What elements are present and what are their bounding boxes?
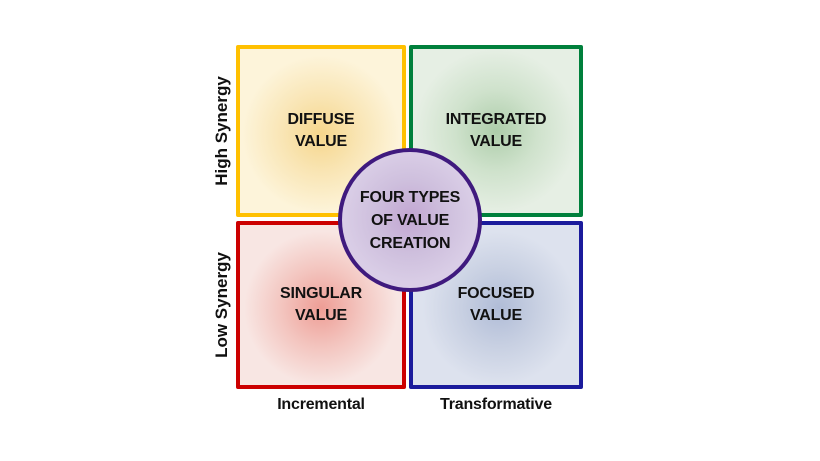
quadrant-label-line: VALUE xyxy=(469,307,523,324)
quadrant-label-line: SINGULAR xyxy=(280,285,362,302)
circle-title-line: FOUR TYPES xyxy=(359,188,461,206)
circle-title-line: OF VALUE xyxy=(370,211,450,229)
quadrant-diffuse-value: DIFFUSE VALUE xyxy=(236,45,406,217)
quadrant-label-line: DIFFUSE xyxy=(287,111,355,128)
quadrant-label-line: VALUE xyxy=(294,133,348,150)
quadrant-label-line: VALUE xyxy=(469,133,523,150)
quadrant-label-integrated: INTEGRATED VALUE xyxy=(446,109,547,153)
quadrant-label-line: VALUE xyxy=(294,307,348,324)
quadrant-label-line: INTEGRATED xyxy=(445,111,547,128)
x-axis-label-transformative: Transformative xyxy=(440,396,552,413)
quadrant-label-singular: SINGULAR VALUE xyxy=(280,283,362,327)
quadrant-label-diffuse: DIFFUSE VALUE xyxy=(287,109,354,153)
quadrant-label-line: FOCUSED xyxy=(457,285,535,302)
quadrant-label-focused: FOCUSED VALUE xyxy=(458,283,535,327)
center-circle-four-types: FOUR TYPES OF VALUE CREATION xyxy=(338,148,482,292)
y-axis-label-high-synergy: High Synergy xyxy=(212,76,231,186)
x-axis-label-incremental: Incremental xyxy=(277,396,365,413)
circle-title-line: CREATION xyxy=(369,234,451,252)
y-axis-label-low-synergy: Low Synergy xyxy=(212,252,231,358)
